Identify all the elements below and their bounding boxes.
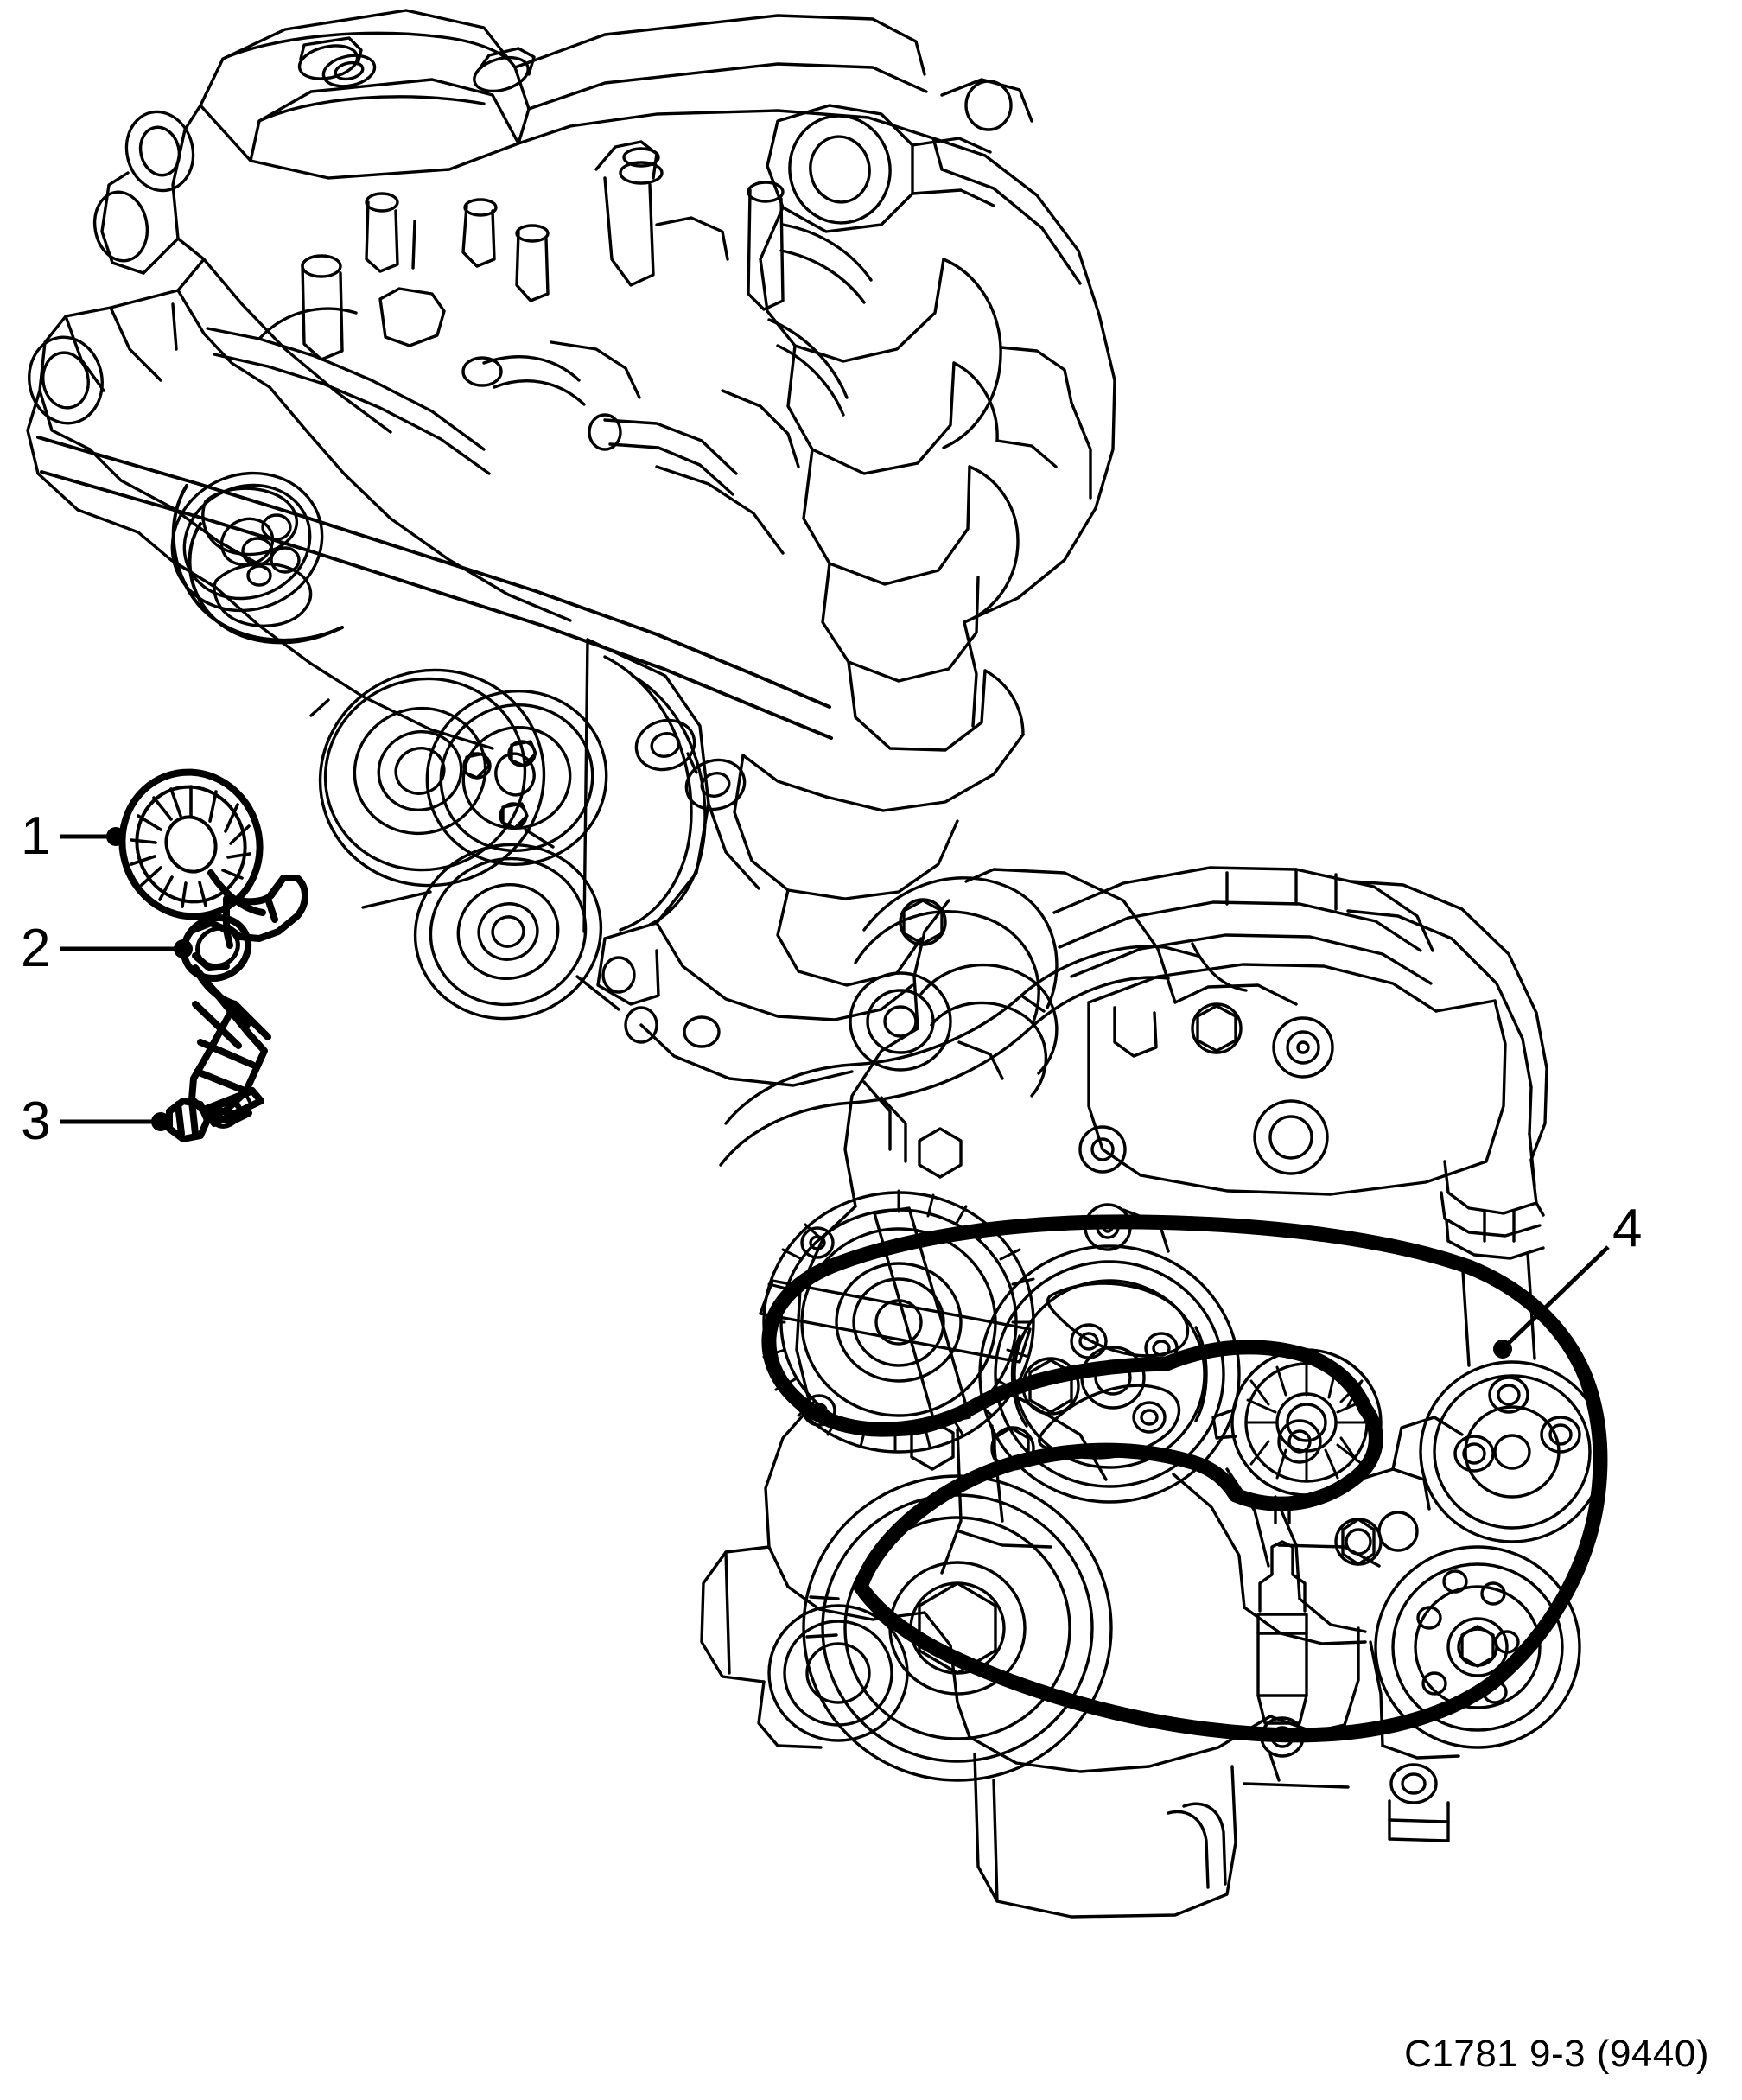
callout-4-number: 4 bbox=[1612, 1199, 1642, 1258]
oil-filler-cap bbox=[297, 36, 363, 80]
alternator-pulley bbox=[361, 843, 620, 1021]
cylinder-head bbox=[1052, 866, 1438, 1058]
tensioner-arm bbox=[207, 869, 308, 942]
tensioner-mounting-bolt bbox=[166, 1087, 264, 1142]
oil-pan bbox=[973, 1753, 1237, 1919]
upper-left-engine-front-view bbox=[26, 9, 1116, 1087]
coolant-hoses bbox=[719, 876, 1199, 1167]
lower-right-engine-accessory-drive-view bbox=[700, 866, 1605, 1919]
callout-3: 3 bbox=[21, 1091, 170, 1151]
auxiliary-pulley bbox=[170, 471, 324, 627]
callout-4: 4 bbox=[1493, 1199, 1642, 1359]
callout-4-leader-line bbox=[1506, 1245, 1610, 1346]
callout-2: 2 bbox=[21, 919, 193, 978]
callout-2-dot bbox=[174, 939, 193, 958]
figure-caption: C1781 9-3 (9440) bbox=[1404, 2033, 1709, 2075]
idler-pulley-upper bbox=[849, 971, 952, 1072]
drive-belt-upper bbox=[36, 436, 833, 740]
belt-tensioner-assembly bbox=[118, 768, 308, 1142]
accessory-brackets bbox=[940, 1397, 1464, 1645]
callout-3-number: 3 bbox=[21, 1091, 50, 1151]
callout-1-dot bbox=[106, 827, 125, 846]
serpentine-drive-belt bbox=[761, 1214, 1608, 1743]
tensioner-pivot-boss bbox=[180, 914, 252, 982]
engine-block-left bbox=[26, 258, 271, 589]
callout-3-dot bbox=[151, 1112, 170, 1131]
callout-4-dot bbox=[1493, 1340, 1512, 1359]
mount-lug bbox=[700, 1545, 823, 1749]
idler-pulley-lower-left bbox=[767, 1604, 909, 1742]
callout-1: 1 bbox=[21, 806, 125, 866]
callout-layer: 1 2 3 4 bbox=[21, 806, 1642, 1359]
callout-1-number: 1 bbox=[21, 806, 50, 866]
exhaust-manifold-right bbox=[741, 137, 1116, 812]
tensioner-pulley bbox=[118, 768, 264, 920]
bracket-bushings bbox=[634, 718, 747, 811]
alternator-pulley-lower bbox=[1419, 1360, 1605, 1543]
cylinder-head-cover bbox=[92, 9, 531, 275]
crankshaft-pulley-lower bbox=[802, 1474, 1113, 1782]
intake-hose-assembly bbox=[759, 78, 1073, 752]
callout-2-number: 2 bbox=[21, 919, 50, 978]
